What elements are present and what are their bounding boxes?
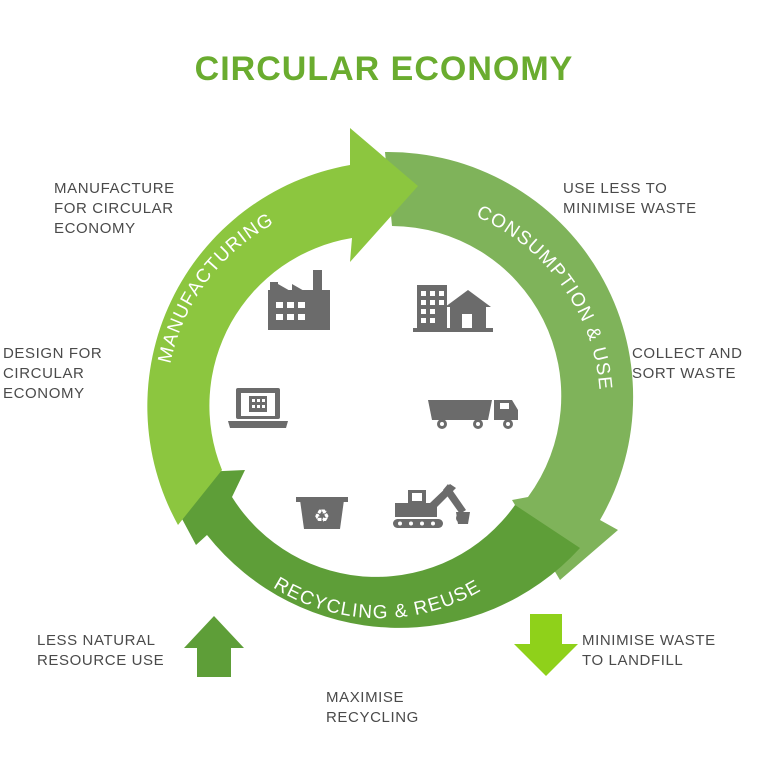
laptop-icon <box>228 388 288 428</box>
building-house-icon <box>413 285 493 332</box>
label-minimise-landfill: MINIMISE WASTE TO LANDFILL <box>582 632 716 669</box>
up-arrow <box>184 616 244 677</box>
label-maximise-recycling: MAXIMISE RECYCLING <box>326 689 419 726</box>
recycle-bin-icon: ♻ <box>296 497 348 529</box>
excavator-icon <box>393 484 470 528</box>
manufacturing-arrow <box>147 128 419 525</box>
truck-icon <box>428 400 518 429</box>
label-manufacture-for-circular: MANUFACTURE FOR CIRCULAR ECONOMY <box>54 180 175 237</box>
down-arrow <box>514 614 578 676</box>
factory-icon <box>268 270 330 330</box>
svg-text:♻: ♻ <box>314 506 330 527</box>
consumption-arrow <box>385 151 634 580</box>
label-design-for-circular: DESIGN FOR CIRCULAR ECONOMY <box>3 345 103 402</box>
label-use-less: USE LESS TO MINIMISE WASTE <box>563 180 697 217</box>
page-title: CIRCULAR ECONOMY <box>194 50 574 88</box>
label-less-natural: LESS NATURAL RESOURCE USE <box>37 632 165 669</box>
recycling-arrow <box>158 470 580 628</box>
label-collect-sort: COLLECT AND SORT WASTE <box>632 345 743 382</box>
